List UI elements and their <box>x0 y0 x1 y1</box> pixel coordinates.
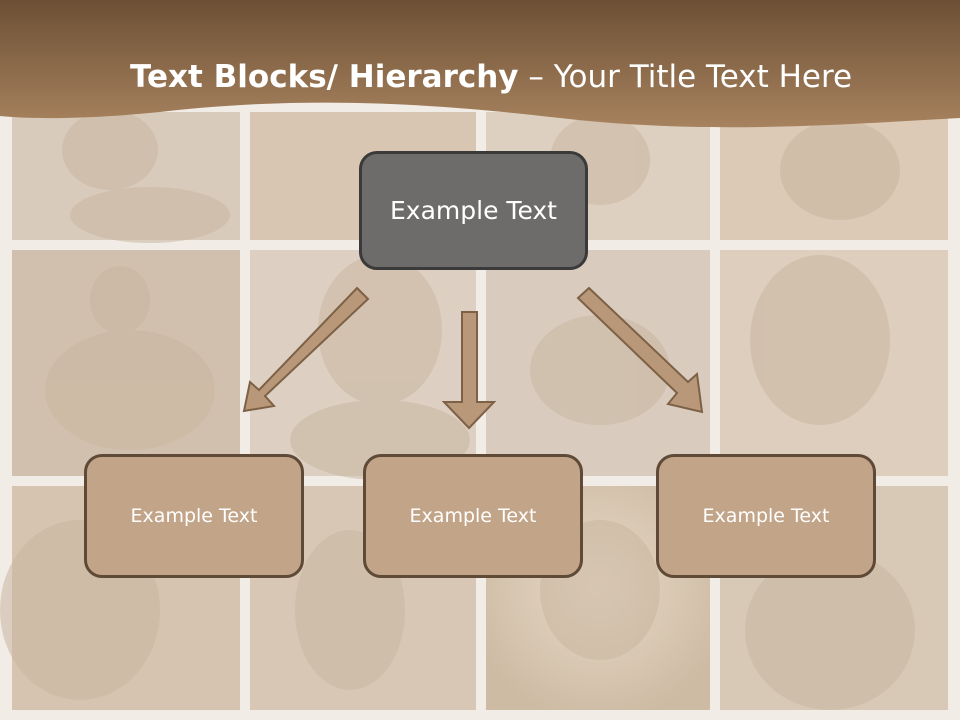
arrow-center <box>441 311 497 430</box>
arrow-left <box>242 286 370 413</box>
arrow-right <box>576 286 704 414</box>
slide-title: Text Blocks/ Hierarchy – Your Title Text… <box>130 55 852 99</box>
child-node-right[interactable]: Example Text <box>656 454 876 578</box>
child-node-label: Example Text <box>702 505 830 527</box>
title-rest-part: – Your Title Text Here <box>528 59 853 95</box>
child-node-label: Example Text <box>130 505 258 527</box>
photo-silhouettes <box>0 110 915 710</box>
child-node-label: Example Text <box>409 505 537 527</box>
top-node-label: Example Text <box>390 196 557 225</box>
title-bold-part: Text Blocks/ Hierarchy <box>130 59 519 95</box>
child-node-left[interactable]: Example Text <box>84 454 304 578</box>
child-node-center[interactable]: Example Text <box>363 454 583 578</box>
top-node[interactable]: Example Text <box>359 151 588 270</box>
header-band <box>0 0 960 128</box>
connector-arrows <box>242 286 704 430</box>
